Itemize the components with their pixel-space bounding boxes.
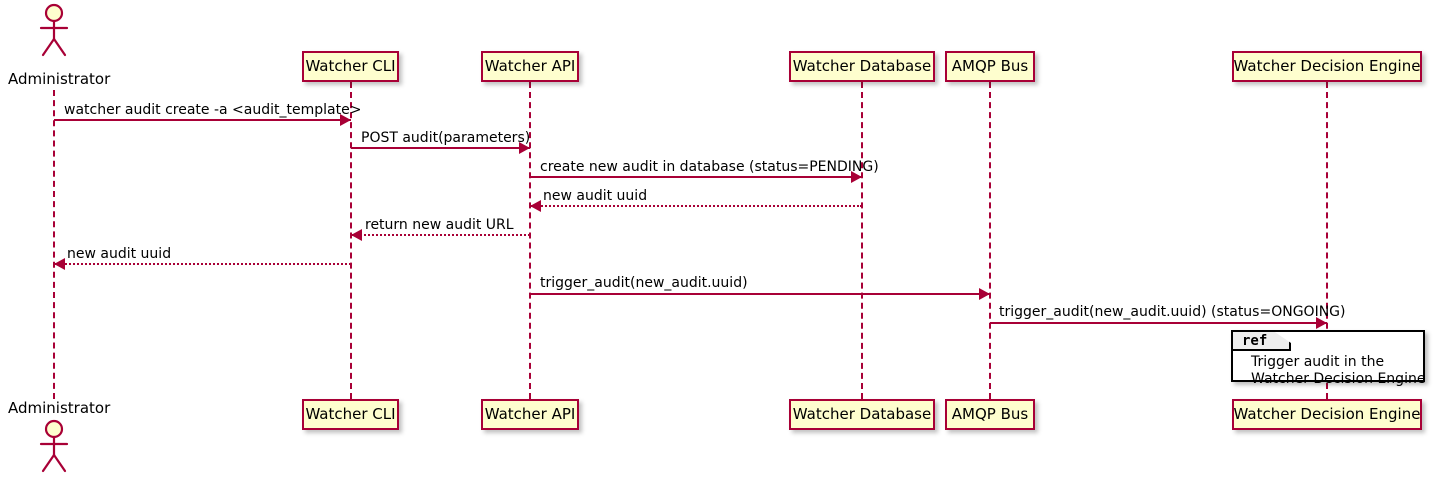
participant-decision-engine-bottom: Watcher Decision Engine bbox=[1232, 399, 1422, 430]
ref-fragment-text: Trigger audit in the Watcher Decision En… bbox=[1251, 354, 1426, 387]
message-line-msg-7 bbox=[530, 293, 990, 295]
participant-amqp-bus-bottom: AMQP Bus bbox=[945, 399, 1035, 430]
participant-watcher-cli: Watcher CLI bbox=[302, 51, 399, 82]
actor-label-administrator-bottom: Administrator bbox=[8, 399, 111, 417]
message-arrowhead-msg-7 bbox=[979, 288, 990, 300]
message-line-msg-4 bbox=[530, 205, 862, 207]
ref-fragment-tab-label: ref bbox=[1242, 332, 1268, 349]
participant-amqp-bus: AMQP Bus bbox=[945, 51, 1035, 82]
participant-decision-engine: Watcher Decision Engine bbox=[1232, 51, 1422, 82]
message-arrowhead-msg-3 bbox=[851, 171, 862, 183]
participant-watcher-api-bottom: Watcher API bbox=[481, 399, 579, 430]
message-arrowhead-msg-8 bbox=[1316, 317, 1327, 329]
participant-watcher-api: Watcher API bbox=[481, 51, 579, 82]
lifeline-administrator bbox=[53, 90, 55, 399]
message-label-msg-3: create new audit in database (status=PEN… bbox=[540, 159, 879, 175]
message-label-msg-8: trigger_audit(new_audit.uuid) (status=ON… bbox=[999, 304, 1346, 320]
actor-label-administrator: Administrator bbox=[8, 70, 111, 88]
actor-figure-icon bbox=[39, 419, 69, 473]
message-line-msg-8 bbox=[990, 322, 1327, 324]
message-label-msg-6: new audit uuid bbox=[67, 246, 172, 262]
lifeline-watcher-database bbox=[861, 82, 863, 399]
ref-fragment-box: ref Trigger audit in the Watcher Decisio… bbox=[1231, 330, 1425, 387]
message-arrowhead-msg-1 bbox=[340, 114, 351, 126]
message-label-msg-1: watcher audit create -a <audit_template> bbox=[64, 102, 362, 118]
message-label-msg-5: return new audit URL bbox=[365, 217, 514, 233]
message-line-msg-5 bbox=[351, 234, 530, 236]
message-arrowhead-msg-4 bbox=[530, 200, 541, 212]
message-label-msg-2: POST audit(parameters) bbox=[361, 130, 531, 146]
message-arrowhead-msg-6 bbox=[54, 258, 65, 270]
message-line-msg-6 bbox=[54, 263, 351, 265]
participant-watcher-cli-bottom: Watcher CLI bbox=[302, 399, 399, 430]
lifeline-amqp-bus bbox=[989, 82, 991, 399]
participant-watcher-database: Watcher Database bbox=[789, 51, 935, 82]
message-line-msg-3 bbox=[530, 176, 862, 178]
message-arrowhead-msg-2 bbox=[519, 142, 530, 154]
participant-watcher-database-bottom: Watcher Database bbox=[789, 399, 935, 430]
message-line-msg-2 bbox=[351, 147, 530, 149]
ref-fragment-tab: ref bbox=[1233, 332, 1291, 351]
message-line-msg-1 bbox=[54, 119, 351, 121]
lifeline-watcher-api bbox=[529, 82, 531, 399]
message-arrowhead-msg-5 bbox=[351, 229, 362, 241]
message-label-msg-7: trigger_audit(new_audit.uuid) bbox=[540, 275, 748, 291]
actor-figure-icon bbox=[39, 3, 69, 57]
lifeline-decision-engine bbox=[1326, 82, 1328, 399]
message-label-msg-4: new audit uuid bbox=[543, 188, 648, 204]
